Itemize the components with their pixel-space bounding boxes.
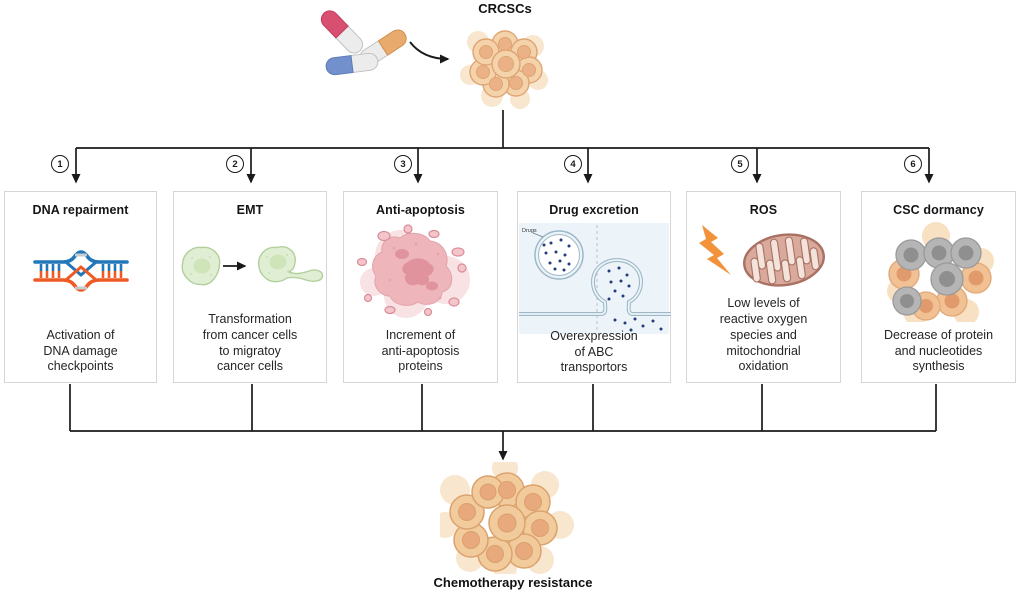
box-description: Increment of anti-apoptosis proteins [381,327,460,374]
step-number-6: 6 [904,155,922,173]
drug-vesicle [534,230,584,280]
step-number-3: 3 [394,155,412,173]
box-title: ROS [749,203,778,217]
box-title: CSC dormancy [893,203,984,217]
epithelial-cell [181,246,221,285]
box-description: Overexpression of ABC transportors [550,328,638,375]
box-icon-area [5,217,156,328]
dna-label-mark-top [74,253,87,257]
dormant-cells-front [891,262,964,317]
cancer-stem-cell-cluster-icon [460,30,548,109]
membrane-exocytosis [519,257,671,316]
box-ros: ROS [686,191,841,383]
box-csc-dormancy: CSC dormancy [861,191,1016,383]
box-description: Activation of DNA damage checkpoints [43,327,118,374]
red-pill [320,10,364,54]
mitochondrion-icon [742,233,825,287]
drug-vesicle-exocytosis-icon: Drugs [519,225,671,332]
drug-panel: Drugs [519,223,671,334]
pills-icon [320,10,407,76]
dna-rungs-orange [39,271,122,279]
box-title: Drug excretion [549,203,639,217]
box-title: EMT [236,203,264,217]
stem-cell-nuclei [476,37,536,91]
box-description: Transformation from cancer cells to migr… [202,312,298,374]
lightning-mitochondrion-icon [698,224,825,287]
resistant-cell-nuclei [458,481,549,563]
blue-pill [325,52,379,76]
chemotherapy-resistance-label: Chemotherapy resistance [433,575,593,590]
mitochondrion-cristae [749,236,820,285]
dna-break-blue [65,261,96,277]
drugs-annotation-pointer [532,232,544,238]
box-title: DNA repairment [32,203,129,217]
drug-dots-inside-vesicle [542,238,571,272]
apoptotic-cell-inner [394,249,438,291]
box-title: Anti-apoptosis [376,203,465,217]
box-dna-repairment: DNA repairment Activation of DNA damage … [4,191,157,383]
drug-dots-excreted [613,317,663,332]
drug-dots-in-bud [607,266,631,301]
box-icon-area [174,217,326,312]
dormant-cell-cluster-icon [886,222,994,323]
lightning-bolt-icon [698,224,731,275]
step-number-5: 5 [731,155,749,173]
step-number-1: 1 [51,155,69,173]
apoptotic-blebs [356,224,467,317]
step-number-2: 2 [226,155,244,173]
active-cells [887,258,992,295]
dna-strand-bottom [32,278,129,293]
apoptotic-cell-icon [356,224,470,319]
box-description: Decrease of protein and nucleotides synt… [883,327,994,374]
box-anti-apoptosis: Anti-apoptosis [343,191,498,383]
box-icon-area [344,217,497,328]
dna-break-orange [65,265,96,281]
box-icon-area [687,217,840,296]
curved-arrow-pills-to-cells [409,41,450,64]
drugs-annotation-label: Drugs [522,228,537,234]
dna-rungs-blue [39,264,122,272]
dna-repair-icon [32,250,129,293]
step-number-4: 4 [564,155,582,173]
box-emt: EMT Transformation from cancer cells to [173,191,327,383]
apoptotic-dots [388,243,441,300]
box-icon-area [862,217,1015,328]
dna-label-mark-bottom [74,286,87,290]
box-drug-excretion: Drug excretion Drugs [517,191,671,383]
mesenchymal-cell [258,245,324,282]
crcscs-label: CRCSCs [478,1,532,16]
dna-strand-top [32,250,129,265]
dormant-cells [894,237,982,272]
emt-cells-icon [181,245,324,285]
resistant-cell-cluster-icon [440,462,574,574]
box-description: Low levels of reactive oxygen species an… [719,296,808,374]
